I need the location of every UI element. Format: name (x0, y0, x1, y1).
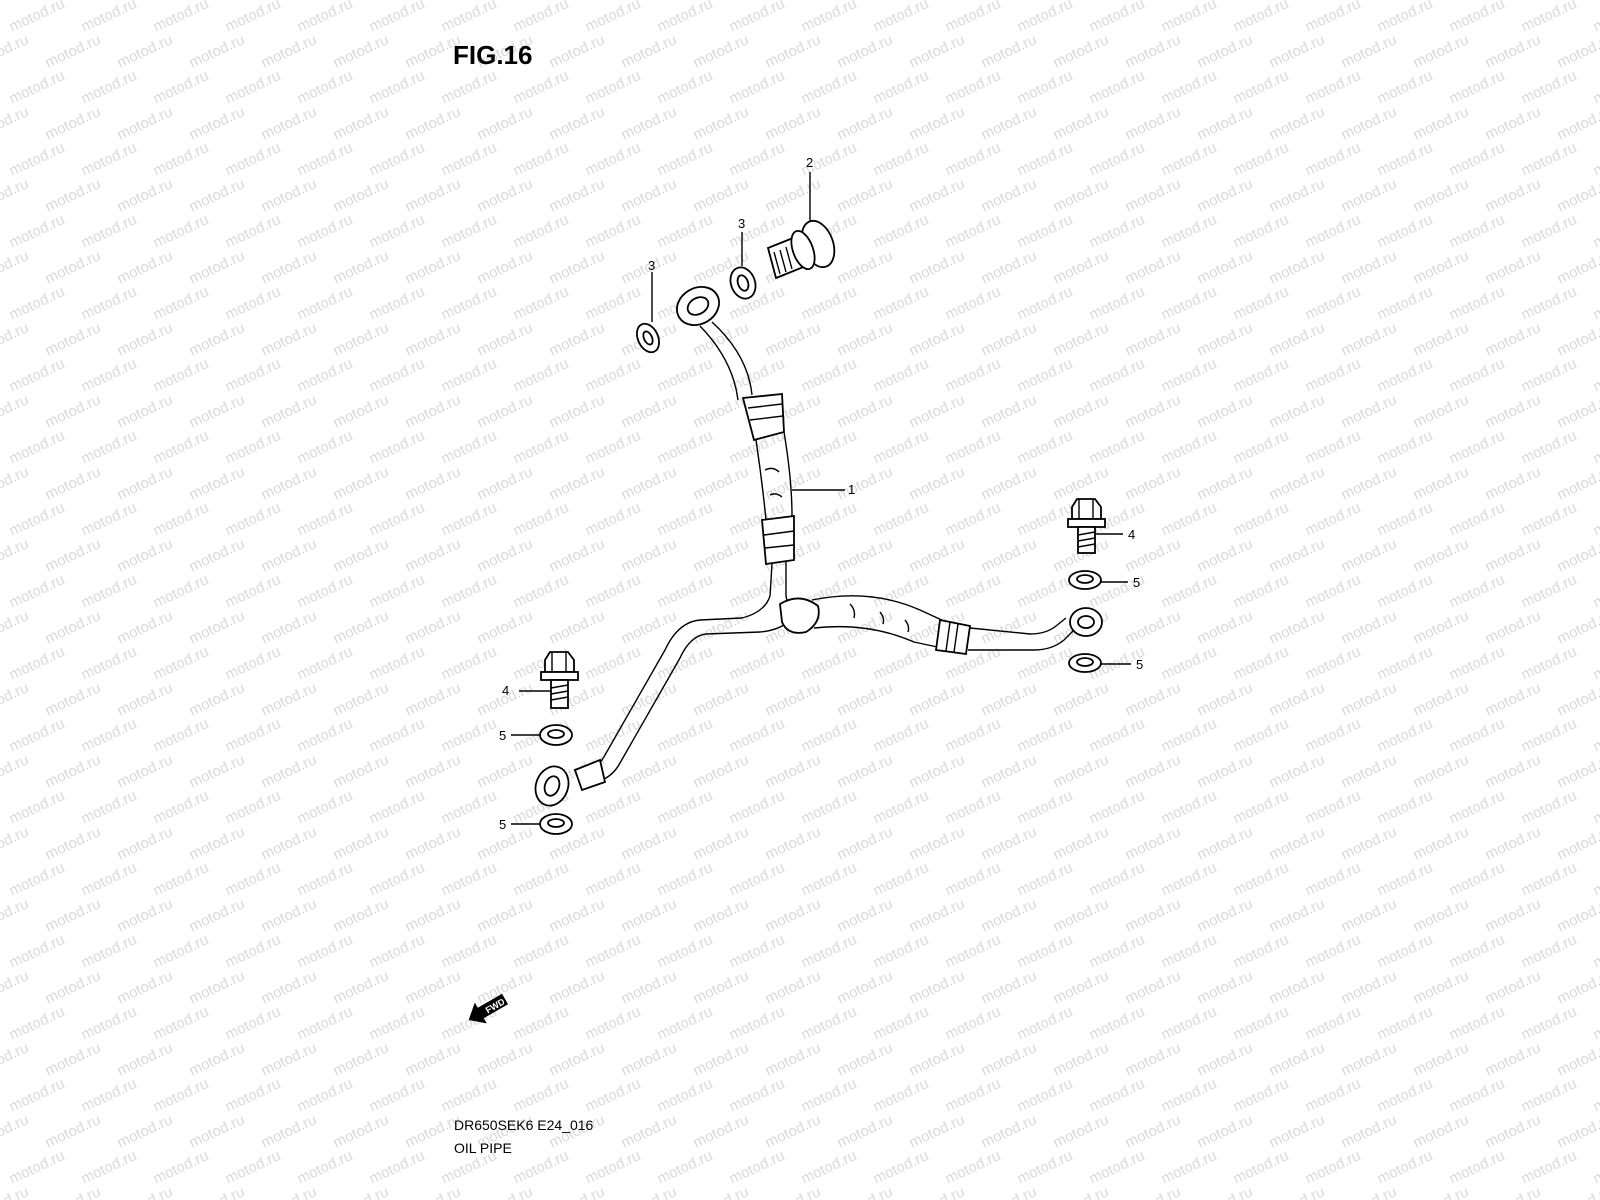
diagram-name: OIL PIPE (454, 1140, 512, 1156)
diagram-code: DR650SEK6 E24_016 (454, 1117, 594, 1133)
callout-3-left: 3 (648, 258, 655, 273)
oil-pipe-hose (534, 286, 1103, 807)
gasket-top-right (729, 266, 757, 300)
washer-right-lower (1068, 653, 1102, 673)
washer-right-upper (1068, 570, 1102, 590)
callout-1: 1 (848, 482, 855, 497)
callout-3-right: 3 (738, 216, 745, 231)
washer-left-lower (539, 813, 573, 835)
figure-title: FIG.16 (453, 40, 533, 70)
callout-5-left-upper: 5 (499, 728, 506, 743)
callout-2: 2 (806, 155, 813, 170)
bolt-left (540, 651, 579, 709)
callout-4-left: 4 (502, 683, 509, 698)
leader-lines (511, 172, 1131, 825)
callout-5-right-lower: 5 (1136, 657, 1143, 672)
union-bolt (766, 219, 836, 280)
callout-4-right: 4 (1128, 527, 1135, 542)
callout-5-right-upper: 5 (1133, 575, 1140, 590)
washer-left-upper (539, 724, 573, 746)
gasket-top-left (636, 322, 660, 354)
forward-arrow-icon: FWD (468, 993, 509, 1024)
bolt-right (1067, 498, 1106, 554)
callout-5-left-lower: 5 (499, 817, 506, 832)
